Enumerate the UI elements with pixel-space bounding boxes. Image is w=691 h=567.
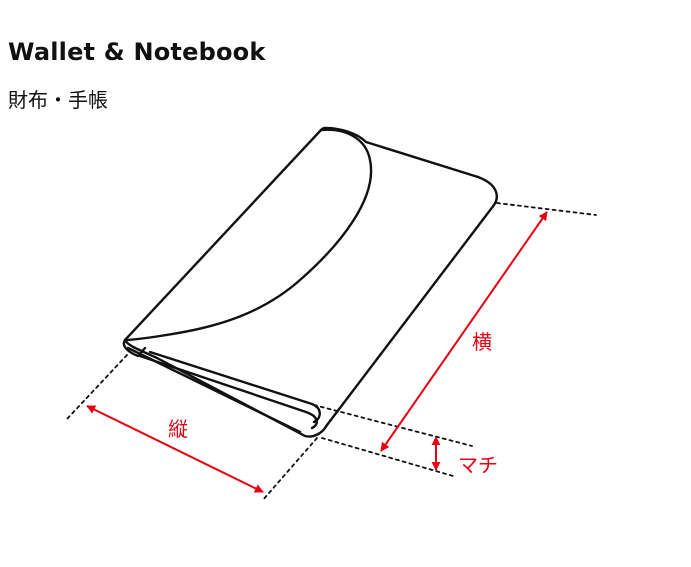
- ext-line-page-top: [313, 404, 473, 447]
- height-label: 縦: [168, 417, 188, 441]
- wallet-page-2: [148, 350, 321, 424]
- ext-line-bottom-corner: [261, 437, 318, 502]
- page-subtitle: 財布・手帳: [8, 88, 108, 112]
- dimension-arrows: [86, 211, 548, 493]
- ext-line-left: [66, 354, 128, 420]
- ext-line-top-right: [496, 202, 597, 216]
- dimension-labels: 横 縦 マチ: [168, 330, 498, 477]
- width-arrow: [380, 211, 548, 452]
- depth-label: マチ: [458, 453, 498, 477]
- page-title: Wallet & Notebook: [8, 38, 266, 66]
- ext-line-bottom: [321, 437, 454, 477]
- wallet-fold-left: [122, 338, 147, 358]
- width-label: 横: [472, 330, 492, 354]
- wallet-illustration: [122, 126, 498, 438]
- height-arrow: [86, 405, 264, 493]
- wallet-flap-curve: [123, 128, 373, 342]
- wallet-page-3: [126, 346, 302, 434]
- wallet-body-outline: [123, 126, 498, 438]
- wallet-page-1: [138, 354, 318, 430]
